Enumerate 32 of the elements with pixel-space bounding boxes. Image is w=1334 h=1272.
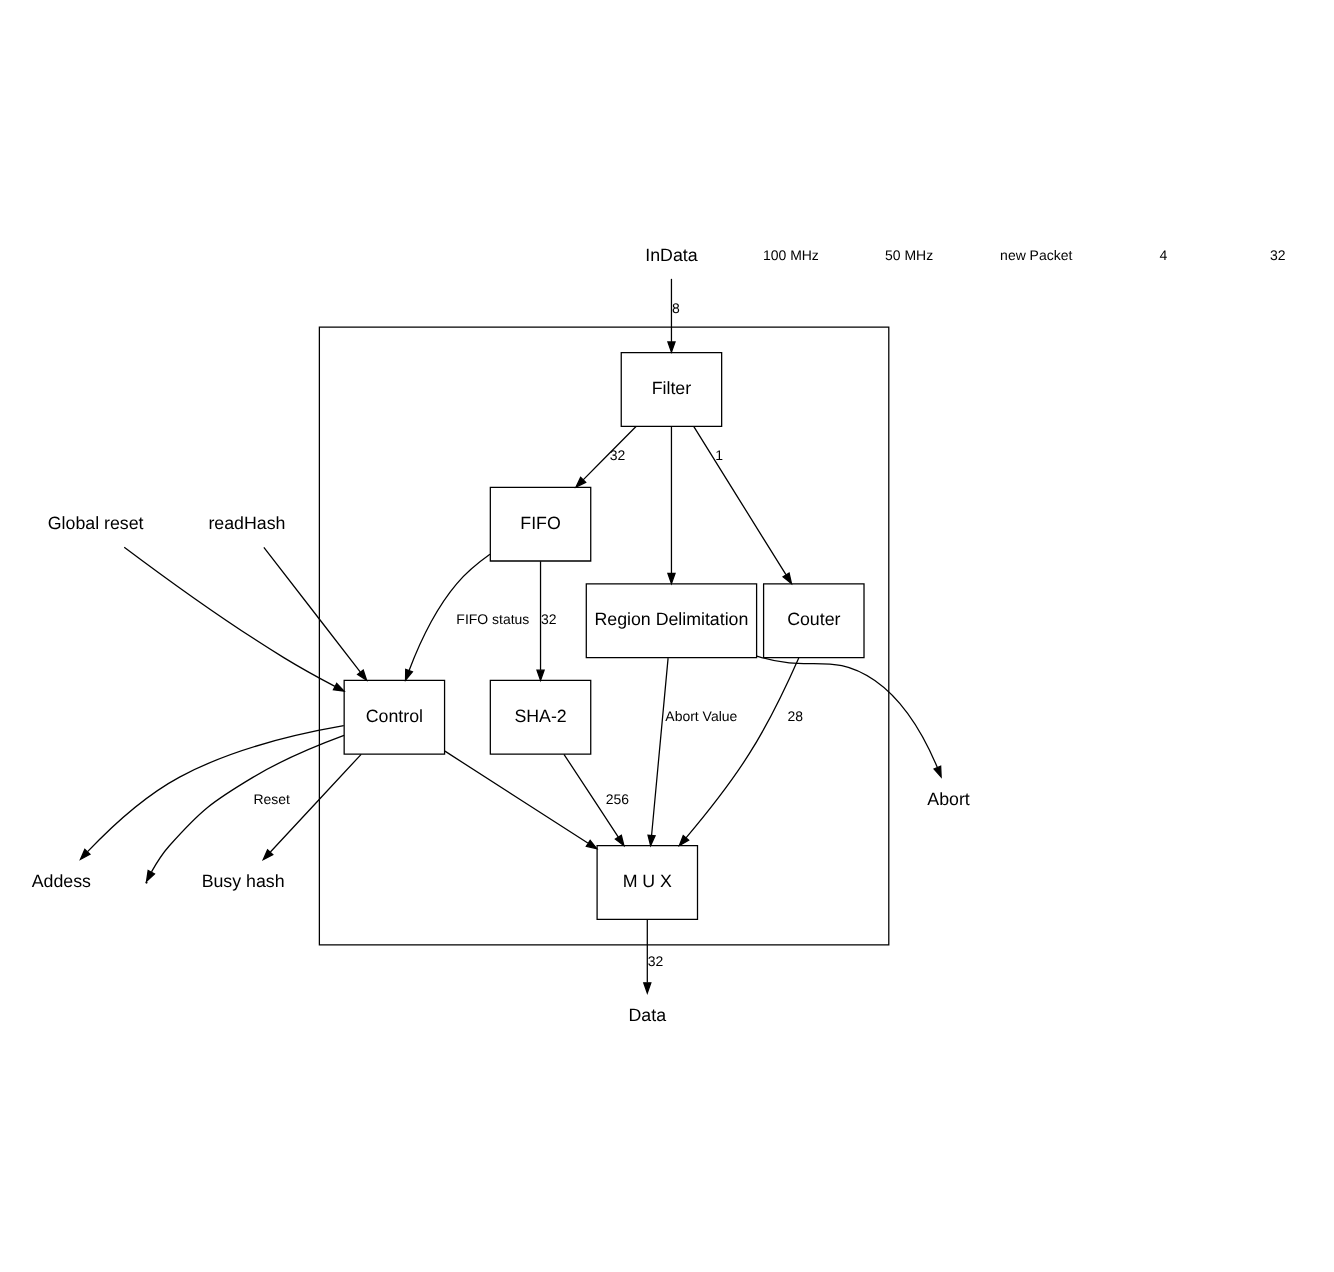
arrow [444, 750, 599, 850]
node-text: Global reset [47, 512, 144, 533]
node-box: Control [343, 679, 446, 755]
node-box: M U X [596, 845, 699, 921]
node-box: Filter [620, 351, 723, 427]
node-box: Couter [762, 583, 865, 659]
arrow [756, 655, 942, 779]
arrow [79, 725, 345, 861]
node-box: FIFO [489, 486, 592, 562]
arrow [667, 278, 676, 355]
node-text: Busy hash [201, 871, 285, 892]
arrow [263, 546, 368, 682]
arrow [642, 919, 652, 995]
node-text: Abort [927, 788, 970, 809]
arrow [261, 753, 362, 862]
node-text: InData [645, 244, 698, 265]
arrow [693, 425, 793, 586]
arrow [536, 560, 545, 683]
arrow [145, 734, 345, 883]
arrow [404, 553, 491, 682]
arrow [647, 657, 669, 848]
arrow [678, 657, 800, 848]
node-text: Addess [31, 871, 91, 892]
arrow [563, 753, 625, 848]
node-text: readHash [208, 512, 286, 533]
node-box: SHA-2 [489, 679, 592, 755]
arrow [123, 546, 346, 693]
node-text: Data [628, 1004, 667, 1025]
arrow [667, 425, 676, 586]
node-box: Region Delimitation [585, 583, 758, 659]
cluster [318, 326, 890, 946]
arrow [574, 425, 637, 489]
